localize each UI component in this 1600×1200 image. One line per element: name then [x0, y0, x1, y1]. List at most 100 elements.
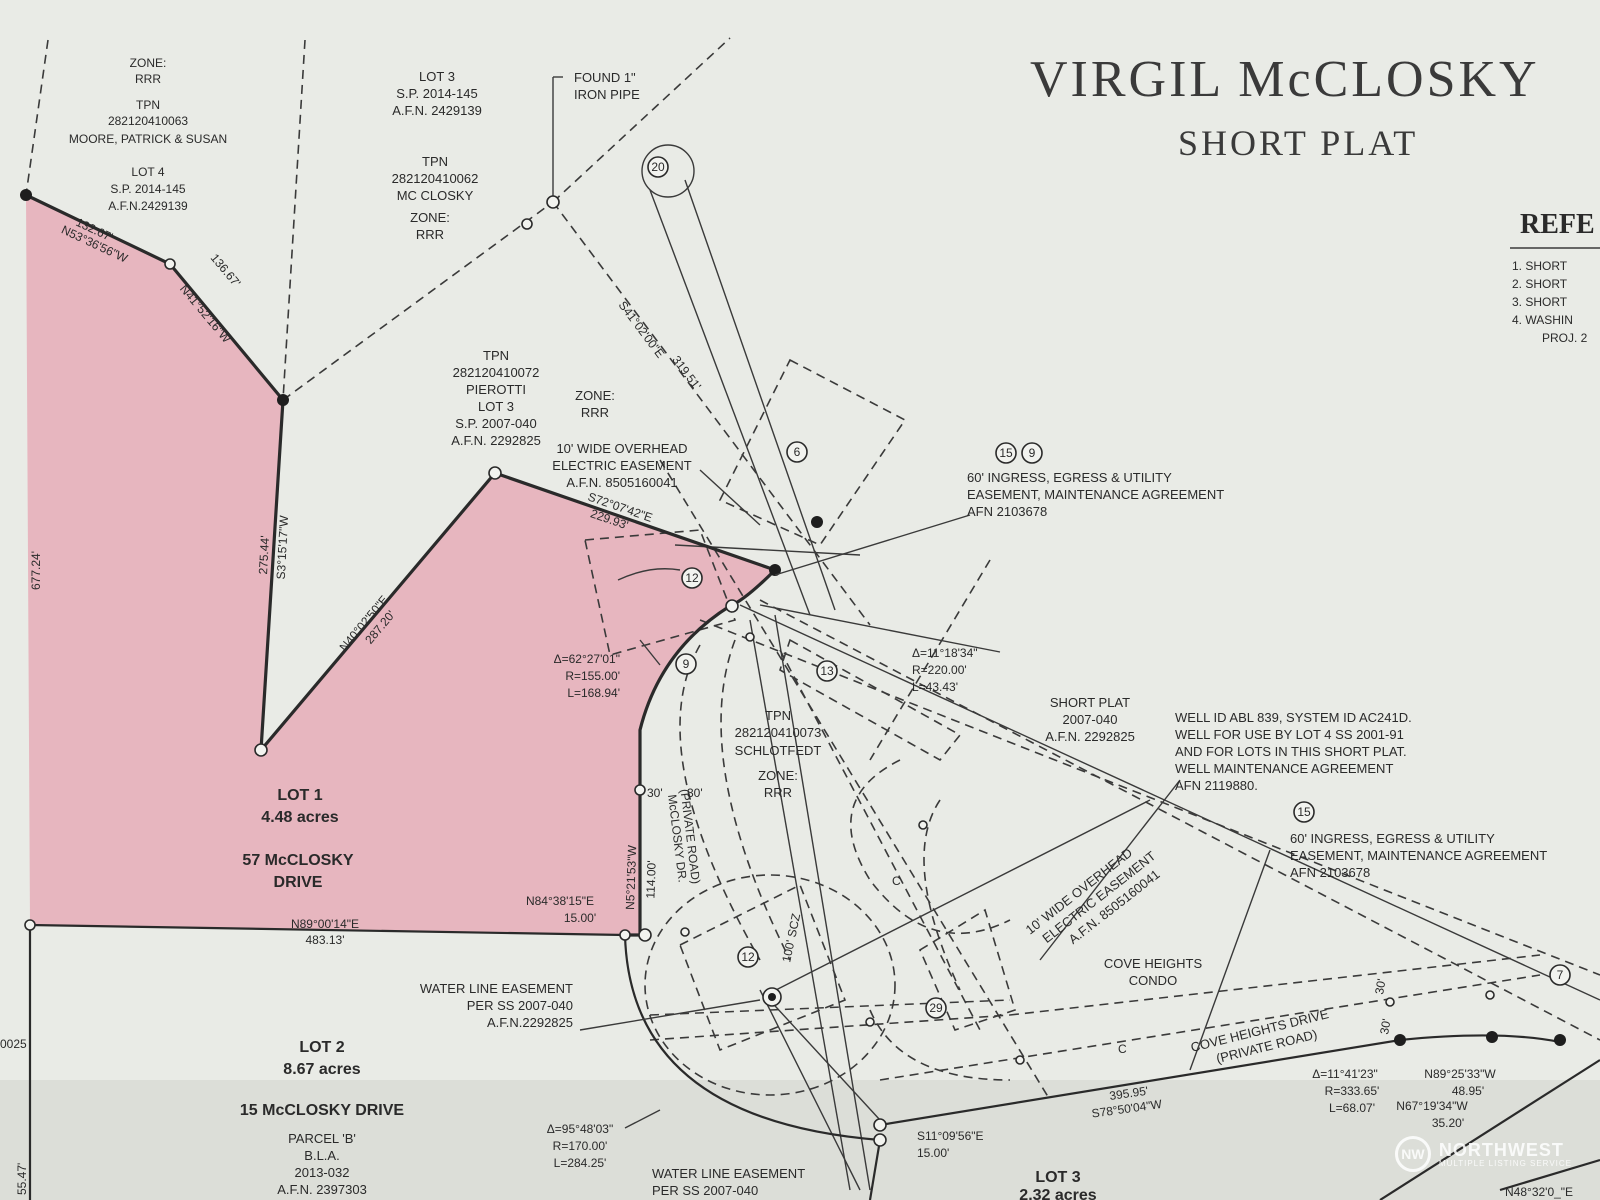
label-short-plat-ref: SHORT PLAT 2007-040 A.F.N. 2292825 [1045, 695, 1135, 744]
bearing-b11: S11°09'56"E 15.00' [917, 1129, 984, 1160]
svg-text:N89°25'33"W: N89°25'33"W [1424, 1067, 1496, 1081]
svg-text:677.24': 677.24' [29, 551, 43, 590]
svg-text:WATER LINE EASEMENT: WATER LINE EASEMENT [420, 981, 573, 996]
reference-item-5: PROJ. 2 [1542, 331, 1588, 345]
svg-text:WELL ID ABL 839, SYSTEM ID AC2: WELL ID ABL 839, SYSTEM ID AC241D. [1175, 710, 1412, 725]
svg-text:PARCEL 'B': PARCEL 'B' [288, 1131, 356, 1146]
svg-text:N67°19'34"W: N67°19'34"W [1396, 1099, 1468, 1113]
svg-text:WELL FOR USE BY LOT 4 SS 2001-: WELL FOR USE BY LOT 4 SS 2001-91 [1175, 727, 1404, 742]
leader-lines [579, 469, 1271, 1129]
watermark-name: NORTHWEST [1438, 1139, 1564, 1160]
lot-3-label: LOT 3 2.32 acres [1019, 1169, 1097, 1200]
svg-text:LOT 3: LOT 3 [1035, 1169, 1080, 1186]
svg-text:Δ=11°41'23": Δ=11°41'23" [1312, 1067, 1378, 1081]
lot-1-label: LOT 1 4.48 acres 57 McCLOSKY DRIVE [242, 787, 353, 891]
svg-text:S3°15'17"W: S3°15'17"W [274, 514, 291, 579]
svg-text:TPN: TPN [422, 154, 448, 169]
svg-text:60' INGRESS, EGRESS & UTILITY: 60' INGRESS, EGRESS & UTILITY [967, 470, 1172, 485]
svg-text:R=333.65': R=333.65' [1325, 1084, 1380, 1098]
svg-text:LOT 3: LOT 3 [419, 69, 455, 84]
reference-heading: REFE [1520, 209, 1595, 240]
svg-text:RRR: RRR [581, 405, 609, 420]
svg-text:EASEMENT, MAINTENANCE AGREEMEN: EASEMENT, MAINTENANCE AGREEMENT [1290, 848, 1547, 863]
marker-29: 29 [929, 1001, 943, 1015]
svg-text:Δ=11°18'34": Δ=11°18'34" [912, 646, 978, 660]
svg-text:PER SS 2007-040: PER SS 2007-040 [467, 998, 573, 1013]
reference-item-3: 3. SHORT [1512, 295, 1568, 309]
svg-text:LOT 2: LOT 2 [299, 1039, 344, 1056]
svg-text:R=170.00': R=170.00' [553, 1139, 608, 1153]
monuments [20, 189, 1566, 1147]
svg-text:IRON PIPE: IRON PIPE [574, 87, 640, 102]
svg-text:2013-032: 2013-032 [295, 1165, 350, 1180]
bearing-b12: N89°25'33"W 48.95' [1424, 1067, 1496, 1098]
label-lot4: LOT 4 S.P. 2014-145 A.F.N.2429139 [108, 165, 188, 213]
svg-text:S.P. 2014-145: S.P. 2014-145 [110, 182, 186, 196]
svg-text:CONDO: CONDO [1129, 973, 1177, 988]
bearing-west: 677.24' [29, 551, 43, 590]
svg-text:R=220.00': R=220.00' [912, 663, 967, 677]
label-pierotti: TPN 282120410072 PIEROTTI LOT 3 S.P. 200… [451, 348, 541, 448]
svg-text:30': 30' [1372, 978, 1389, 996]
svg-text:35.20': 35.20' [1432, 1116, 1464, 1130]
easement-water-2: WATER LINE EASEMENT PER SS 2007-040 [652, 1166, 805, 1198]
svg-text:10' WIDE OVERHEAD: 10' WIDE OVERHEAD [556, 441, 687, 456]
lot-2-label: LOT 2 8.67 acres 15 McCLOSKY DRIVE PARCE… [240, 1039, 405, 1197]
svg-text:MOORE, PATRICK & SUSAN: MOORE, PATRICK & SUSAN [69, 132, 227, 146]
thin-lines [552, 76, 1600, 1191]
marker-7: 7 [1557, 968, 1564, 982]
dashed-lines [25, 37, 1600, 1101]
label-cove-condo: COVE HEIGHTS CONDO [1104, 956, 1203, 988]
svg-text:A.F.N. 2292825: A.F.N. 2292825 [451, 433, 541, 448]
svg-text:TPN: TPN [136, 98, 160, 112]
svg-text:ZONE:: ZONE: [575, 388, 615, 403]
bearing-b14: N48°32'0_"E [1505, 1185, 1573, 1199]
svg-text:ZONE:: ZONE: [130, 56, 167, 70]
svg-text:L=68.07': L=68.07' [1329, 1101, 1375, 1115]
svg-text:L=168.94': L=168.94' [567, 686, 620, 700]
svg-text:8.67 acres: 8.67 acres [283, 1061, 361, 1078]
svg-text:R=155.00': R=155.00' [565, 669, 620, 683]
svg-text:SHORT PLAT: SHORT PLAT [1050, 695, 1130, 710]
svg-text:275.44': 275.44' [256, 535, 272, 575]
label-nw-parcel: ZONE: RRR TPN 282120410063 MOORE, PATRIC… [69, 56, 227, 146]
marker-6: 6 [794, 445, 801, 459]
bearing-west2: 55.47' [15, 1163, 29, 1195]
svg-text:LOT 1: LOT 1 [277, 787, 322, 804]
bearing-b13: N67°19'34"W 35.20' [1396, 1099, 1468, 1130]
northwest-logo-icon: NW [1394, 1136, 1431, 1172]
marker-15b: 15 [1297, 805, 1311, 819]
svg-text:114.00': 114.00' [643, 860, 658, 899]
svg-text:395.95': 395.95' [1108, 1084, 1149, 1103]
svg-text:A.F.N.2292825: A.F.N.2292825 [487, 1015, 573, 1030]
svg-text:15.00': 15.00' [564, 911, 596, 925]
easement-well: WELL ID ABL 839, SYSTEM ID AC241D. WELL … [1175, 710, 1412, 793]
svg-text:N84°38'15"E: N84°38'15"E [526, 894, 594, 908]
svg-text:WATER LINE EASEMENT: WATER LINE EASEMENT [652, 1166, 805, 1181]
svg-text:MC CLOSKY: MC CLOSKY [397, 188, 474, 203]
marker-13: 13 [820, 664, 834, 678]
svg-text:A.F.N. 2292825: A.F.N. 2292825 [1045, 729, 1135, 744]
svg-text:LOT 3: LOT 3 [478, 399, 514, 414]
svg-text:483.13': 483.13' [306, 933, 345, 947]
svg-text:A.F.N.2429139: A.F.N.2429139 [108, 199, 188, 213]
curve-c1: Δ=62°27'01" R=155.00' L=168.94' [554, 652, 620, 700]
svg-text:282120410062: 282120410062 [392, 171, 479, 186]
svg-text:282120410072: 282120410072 [453, 365, 540, 380]
svg-text:A.F.N. 2397303: A.F.N. 2397303 [277, 1182, 367, 1197]
svg-text:TPN: TPN [483, 348, 509, 363]
plat-title: VIRGIL McCLOSKY [1030, 51, 1540, 108]
easement-ingress-1: 60' INGRESS, EGRESS & UTILITY EASEMENT, … [967, 470, 1224, 519]
svg-text:N89°00'14"E: N89°00'14"E [291, 917, 359, 931]
svg-text:WELL MAINTENANCE AGREEMENT: WELL MAINTENANCE AGREEMENT [1175, 761, 1393, 776]
centerline-mark-2: C [1118, 1042, 1127, 1056]
road-width-left: 30' [647, 786, 663, 800]
marker-12a: 12 [685, 571, 699, 585]
svg-text:4.48 acres: 4.48 acres [261, 809, 339, 826]
svg-text:SCHLOTFEDT: SCHLOTFEDT [735, 743, 822, 758]
svg-text:Δ=95°48'03": Δ=95°48'03" [547, 1122, 613, 1136]
marker-9b: 9 [683, 657, 690, 671]
svg-text:2.32 acres: 2.32 acres [1019, 1187, 1097, 1200]
reference-item-4: 4. WASHIN [1512, 313, 1573, 327]
bearing-b7: N89°00'14"E 483.13' [291, 917, 359, 947]
